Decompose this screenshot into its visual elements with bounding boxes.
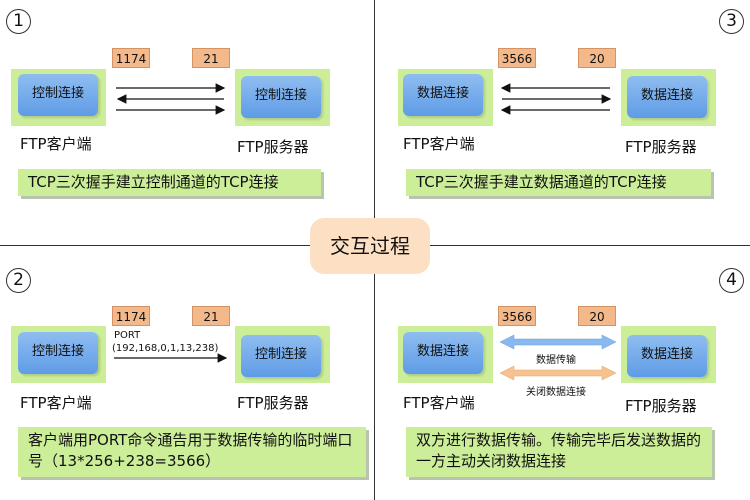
port-command-arrow [114,353,228,363]
client-control-connection-box: 控制连接 [18,332,98,374]
client-label: FTP客户端 [403,135,475,153]
client-data-connection-box: 数据连接 [403,74,483,116]
server-port-badge: 20 [578,306,616,326]
client-label: FTP客户端 [20,394,92,412]
center-title: 交互过程 [310,218,430,274]
step-number-4: 4 [719,268,744,293]
server-port-badge: 20 [578,48,616,68]
close-connection-label: 关闭数据连接 [526,387,586,398]
server-control-connection-box: 控制连接 [241,335,321,377]
step-description: 双方进行数据传输。传输完毕后发送数据的一方主动关闭数据连接 [406,427,712,477]
client-port-badge: 3566 [498,306,536,326]
client-port-badge: 3566 [498,48,536,68]
port-command-args: (192,168,0,1,13,238) [112,343,219,354]
client-data-connection-box: 数据连接 [403,332,483,374]
data-transfer-arrow [499,334,617,350]
client-port-badge: 1174 [112,48,150,68]
client-label: FTP客户端 [20,135,92,153]
handshake-arrows [116,83,226,115]
server-port-badge: 21 [192,48,230,68]
handshake-arrows [500,83,612,115]
client-port-badge: 1174 [112,306,150,326]
port-command-label: PORT [114,330,141,341]
step-number-2: 2 [6,268,31,293]
server-label: FTP服务器 [237,138,309,156]
step-description: TCP三次握手建立控制通道的TCP连接 [18,169,321,196]
step-description: TCP三次握手建立数据通道的TCP连接 [406,169,711,196]
step-number-3: 3 [719,9,744,34]
data-transfer-label: 数据传输 [536,355,576,366]
close-connection-arrow [499,365,617,381]
server-data-connection-box: 数据连接 [627,76,707,118]
server-label: FTP服务器 [625,397,697,415]
step-number-1: 1 [6,9,31,34]
client-control-connection-box: 控制连接 [18,74,98,116]
server-data-connection-box: 数据连接 [627,335,707,377]
server-label: FTP服务器 [625,138,697,156]
server-label: FTP服务器 [237,394,309,412]
step-description: 客户端用PORT命令通告用于数据传输的临时端口号（13*256+238=3566… [18,427,366,477]
server-port-badge: 21 [192,306,230,326]
server-control-connection-box: 控制连接 [241,76,321,118]
client-label: FTP客户端 [403,394,475,412]
